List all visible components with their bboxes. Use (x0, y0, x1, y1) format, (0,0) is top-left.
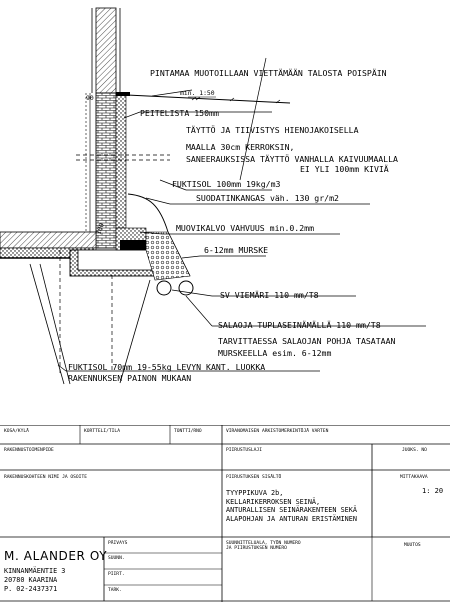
firm-address-city: 20780 KAARINA (4, 576, 58, 584)
cover-strip (116, 92, 130, 96)
ground-line (125, 94, 291, 104)
label-sewer: SV VIEMÄRI 110 mm/T8 (220, 290, 319, 300)
label-backfill-1: TÄYTTÖ JA TIIVISTYS HIENOJAKOISELLA (186, 125, 359, 135)
field-kortteli: KORTTELI/TILA (84, 429, 120, 434)
title-block: KOSA/KYLÄ KORTTELI/TILA TONTTI/RNO VIRAN… (0, 425, 450, 602)
firm-address: KINNANMÄENTIE 3 20780 KAARINA P. 02-2437… (4, 567, 65, 594)
field-kohde: RAKENNUSKOHTEEN NIMI JA OSOITE (4, 475, 87, 480)
field-tontti: TONTTI/RNO (174, 429, 202, 434)
field-suunnitteluala-1: SUUNNITTELUALA, TYÖN NUMERO (226, 541, 301, 546)
field-mittakaava: MITTAKAAVA (400, 475, 428, 480)
field-juoks: JUOKS. NO (402, 448, 427, 453)
label-slab-insulation-1: FUKTISOL 70mm 19-55kg LEVYN KANT. LUOKKA (68, 362, 265, 372)
firm-address-street: KINNANMÄENTIE 3 (4, 567, 66, 575)
leader-lines (57, 57, 426, 372)
scale-value: 1: 20 (422, 487, 444, 495)
label-slab-insulation-2: RAKENNUKSEN PAINON MUKAAN (68, 373, 191, 383)
label-fuktisol: FUKTISOL 100mm 19kg/m3 (172, 179, 281, 189)
field-rakennustoimenpide: RAKENNUSTOIMENPIDE (4, 448, 54, 453)
footing (69, 227, 161, 277)
drawing-description: TYYPPIKUVA 2b, KELLARIKERROKSEN SEINÄ, A… (226, 489, 357, 523)
label-backfill-4: EI YLI 100mm KIVIÄ (300, 164, 389, 174)
title-block-grid (0, 425, 450, 602)
label-gravel: 6-12mm MURSKE (204, 245, 268, 255)
field-viranomainen: VIRANOMAISEN ARKISTOMERKINTÖJÄ VARTEN (226, 429, 329, 434)
excavation-lines (29, 263, 151, 385)
label-dim-footing: 100 (94, 222, 106, 236)
sewer-pipe (156, 280, 172, 296)
field-piirustuslaji: PIIRUSTUSLAJI (226, 448, 262, 453)
field-kosa: KOSA/KYLÄ (4, 429, 29, 434)
label-drain-note-2: MURSKEELLA esim. 6-12mm (218, 348, 331, 358)
label-backfill-2: MAALLA 30cm KERROKSIN, (186, 142, 294, 152)
desc-line-3: ANTURALLISEN SEINÄRAKENTEEN SEKÄ (226, 506, 357, 515)
firm-phone: P. 02-2437371 (4, 585, 58, 593)
field-suunn: SUUNN. (108, 556, 125, 561)
wall-section-drawing: PINTAMAA MUOTOILLAAN VIETTÄMÄÄN TALOSTA … (0, 7, 426, 385)
desc-line-1: TYYPPIKUVA 2b, (226, 489, 284, 497)
field-paivays: PÄIVAYS (108, 541, 128, 546)
section-hidden-lines (59, 154, 170, 375)
field-tark: TARK. (108, 588, 122, 593)
field-piirt: PIIRT. (108, 572, 125, 577)
label-cover-strip: PEITELISTA 150mm (140, 108, 219, 118)
label-backfill-3: SANEERAUKSISSA TÄYTTÖ VANHALLA KAIVUUMAA… (186, 154, 398, 164)
field-suunnitteluala-2: JA PIIRUSTUKSEN NUMERO (226, 546, 287, 551)
gravel-fill (145, 231, 191, 281)
label-slope: min. 1:50 (180, 89, 215, 97)
wall-insulation (115, 92, 127, 229)
field-sisalto: PIIRUSTUKSEN SISÄLTÖ (226, 475, 282, 480)
desc-line-2: KELLARIKERROKSEN SEINÄ, (226, 497, 321, 506)
firm-name: M. ALANDER OY (4, 549, 108, 563)
desc-line-4: ALAPOHJAN JA ANTURAN ERISTÄMINEN (226, 514, 357, 523)
label-drain-note-1: TARVITTAESSA SALAOJAN POHJA TASATAAN (218, 336, 396, 346)
upper-wall (91, 7, 121, 94)
label-surface: PINTAMAA MUOTOILLAAN VIETTÄMÄÄN TALOSTA … (150, 68, 387, 78)
label-filter-fabric: SUODATINKANGAS väh. 130 gr/m2 (196, 193, 339, 203)
label-dim-left: 90 (86, 94, 94, 102)
label-drain: SALAOJA TUPLASEINÄMÄLLÄ 110 mm/T8 (218, 320, 381, 330)
label-plastic: MUOVIKALVO VAHVUUS min.0.2mm (176, 223, 314, 233)
field-muutos: MUUTOS (404, 543, 421, 548)
